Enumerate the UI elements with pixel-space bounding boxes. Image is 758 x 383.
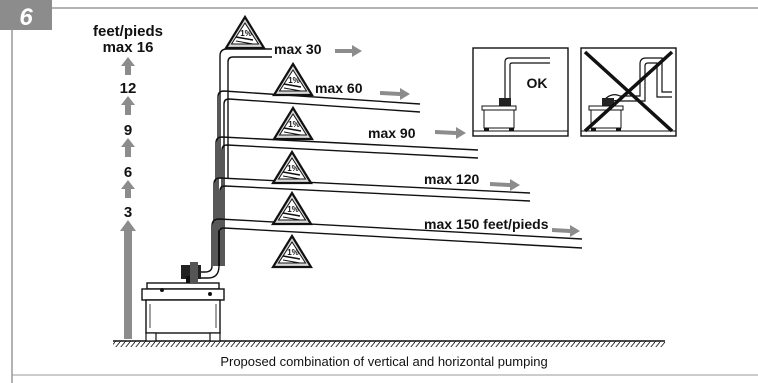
pipe-run-90 [215, 136, 479, 266]
pipe-run-150-inner [218, 227, 583, 266]
inset-ok-label: OK [527, 75, 548, 91]
height-tick-6: 6 [124, 164, 132, 181]
slope-label-150: 1% [287, 205, 299, 214]
vertical-height-arrows [120, 57, 136, 339]
inset-incorrect-installation [580, 47, 677, 137]
x-mark-icon [583, 50, 674, 133]
pipe-run-150 [211, 218, 583, 266]
vertical-axis-title-line1: feet/pieds [93, 23, 163, 40]
figure-caption: Proposed combination of vertical and hor… [220, 354, 547, 369]
height-arrow-6 [121, 180, 135, 198]
pump-unit [141, 262, 225, 342]
run-label-60: max 60 [315, 80, 363, 96]
flow-direction-arrows [335, 45, 580, 237]
slope-label-extra: 1% [287, 248, 299, 257]
height-tick-9: 9 [124, 122, 132, 139]
height-tick-12: 12 [120, 80, 137, 97]
vertical-axis-title-line2: max 16 [103, 39, 154, 56]
pipe-run-120 [213, 177, 531, 266]
pipe-run-90-inner [221, 144, 479, 266]
figure-number-badge: 6 [0, 0, 52, 31]
run-label-30: max 30 [274, 41, 322, 57]
slope-label-90: 1% [288, 120, 300, 129]
ground [113, 340, 665, 347]
flow-arrow-60 [380, 88, 410, 100]
height-arrow-top [121, 57, 135, 75]
pipe-run-120-inner [219, 185, 531, 266]
figure-frame [11, 7, 758, 383]
height-arrow-base [120, 220, 136, 339]
slope-label-120: 1% [287, 164, 299, 173]
pump-tank [145, 299, 221, 334]
flow-arrow-90 [435, 127, 466, 139]
flow-arrow-30 [335, 45, 362, 57]
slope-label-60: 1% [288, 76, 300, 85]
inset-correct-installation: OK [472, 47, 569, 137]
slope-label-30: 1% [240, 29, 252, 38]
pipe-run-60-inner [223, 98, 421, 266]
run-label-90: max 90 [368, 125, 416, 141]
height-tick-3: 3 [124, 204, 132, 221]
flow-arrow-150 [552, 225, 580, 237]
discharge-pipes [211, 48, 583, 266]
flow-arrow-120 [490, 179, 520, 191]
slope-percent-labels: 1% 1% 1% 1% 1% 1% [240, 29, 300, 257]
pump-lid [146, 282, 220, 290]
height-arrow-12 [121, 96, 135, 115]
run-label-150: max 150 feet/pieds [424, 216, 549, 232]
height-arrow-9 [121, 138, 135, 157]
run-label-120: max 120 [424, 171, 479, 187]
pipe-run-60 [217, 90, 421, 266]
figure-number: 6 [19, 4, 33, 31]
pipe-run-30-inner [227, 56, 272, 178]
